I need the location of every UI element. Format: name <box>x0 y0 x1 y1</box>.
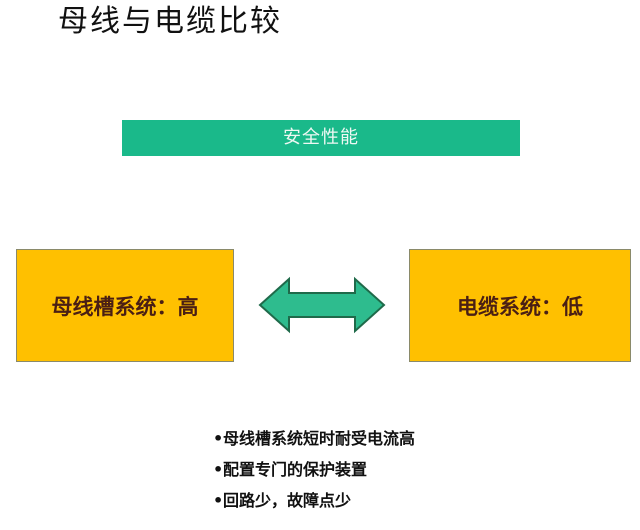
bullet-text: 回路少，故障点少 <box>223 491 352 510</box>
bullet-list: •母线槽系统短时耐受电流高 •配置专门的保护装置 •回路少，故障点少 <box>213 428 415 521</box>
bullet-text: 配置专门的保护装置 <box>223 460 368 479</box>
double-arrow-shape <box>258 276 386 334</box>
cable-system-box: 电缆系统：低 <box>409 249 631 362</box>
list-item: •配置专门的保护装置 <box>213 459 415 490</box>
bullet-dot: • <box>213 460 224 479</box>
double-arrow-icon <box>258 276 386 334</box>
section-banner: 安全性能 <box>122 120 520 156</box>
cable-system-label: 电缆系统：低 <box>457 294 583 319</box>
list-item: •母线槽系统短时耐受电流高 <box>213 428 415 459</box>
busway-system-box: 母线槽系统：高 <box>16 249 234 362</box>
page-title: 母线与电缆比较 <box>58 4 282 39</box>
bullet-text: 母线槽系统短时耐受电流高 <box>223 429 416 448</box>
bullet-dot: • <box>213 491 224 510</box>
list-item: •回路少，故障点少 <box>213 490 415 521</box>
bullet-dot: • <box>213 429 224 448</box>
busway-system-label: 母线槽系统：高 <box>51 294 199 319</box>
